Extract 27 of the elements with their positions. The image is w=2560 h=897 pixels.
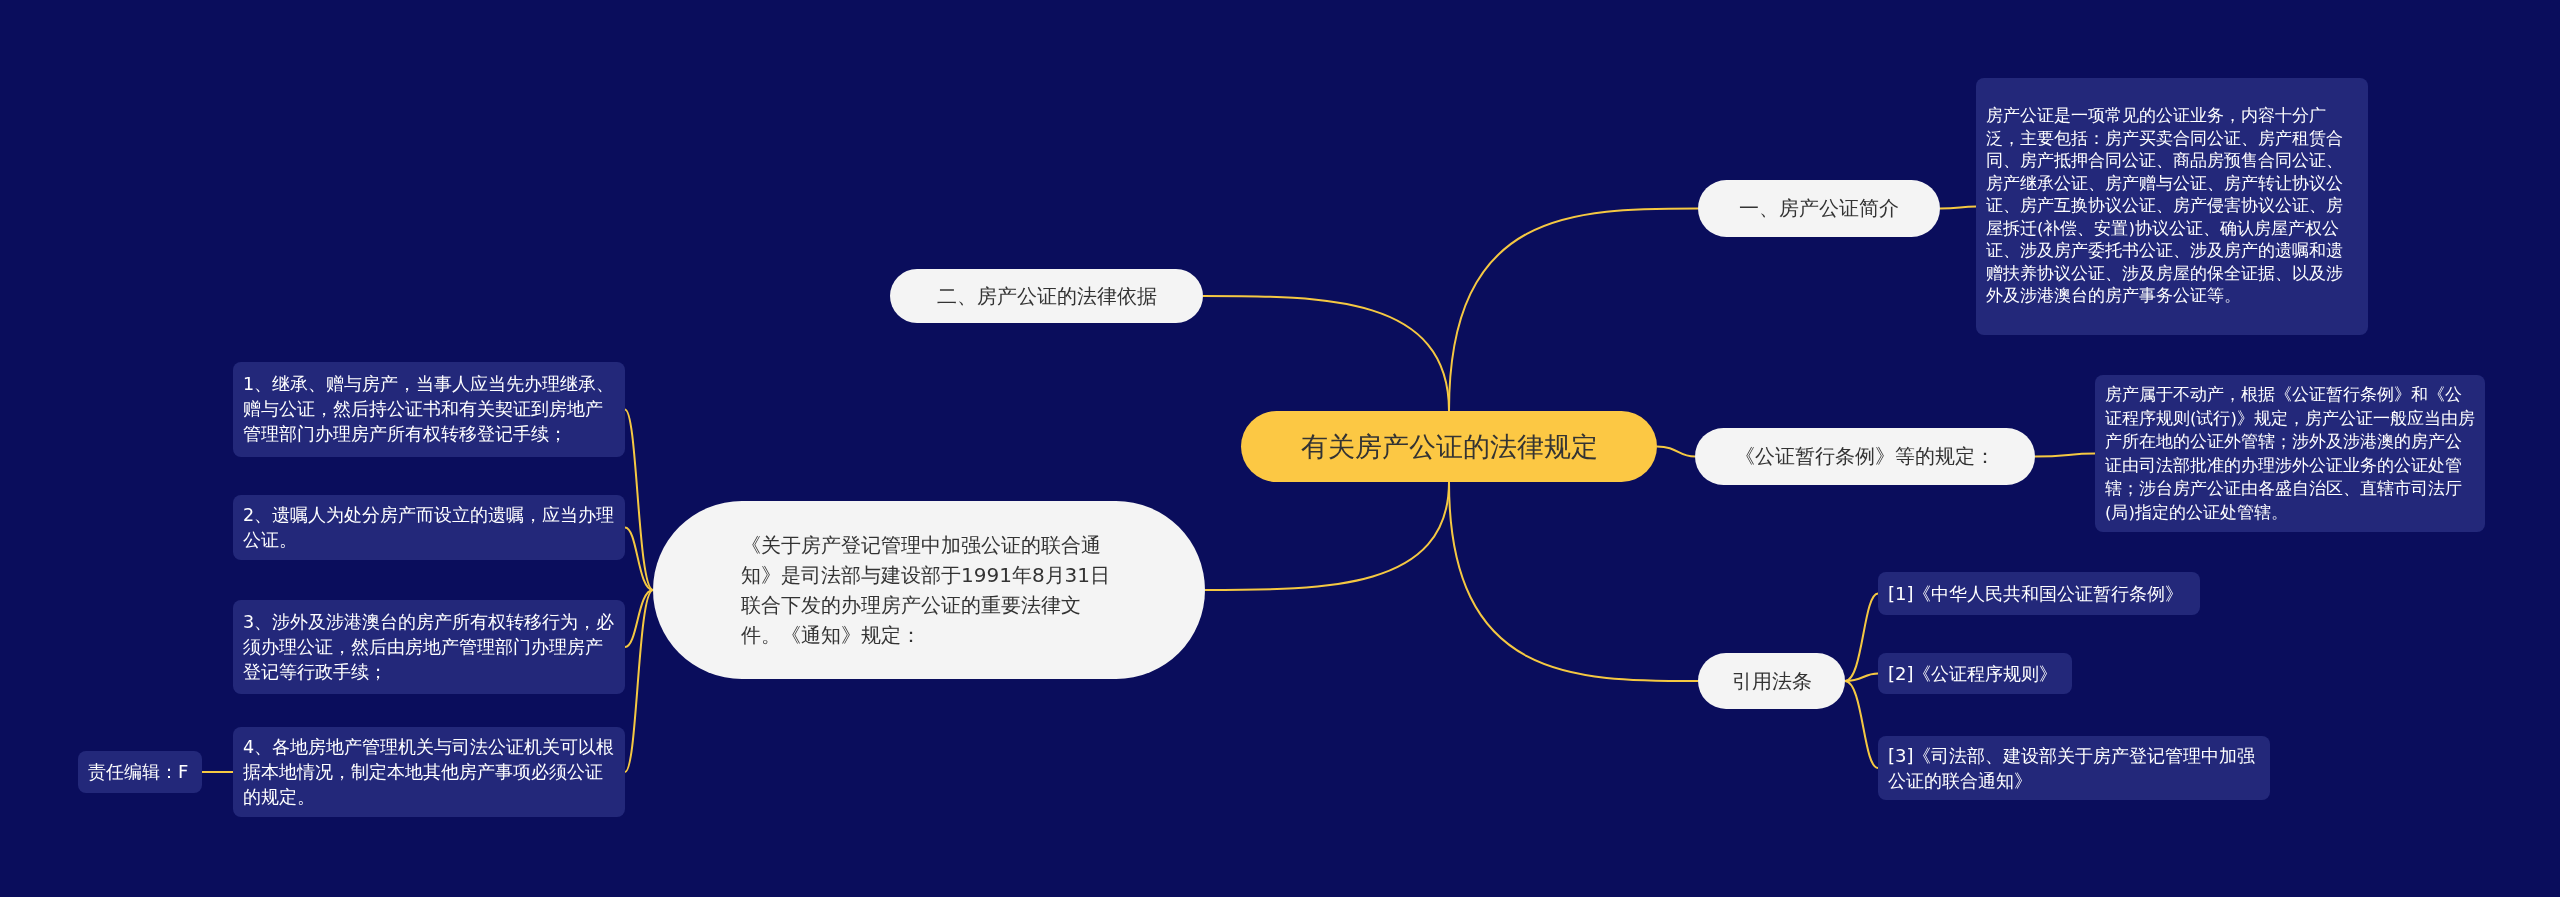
connector-line — [1939, 205, 1977, 210]
note-card: 房产公证是一项常见的公证业务，内容十分广泛，主要包括：房产买卖合同公证、房产租赁合同、房产抵押合同公证、商品房预售合同公证、房产继承公证、房产赠与公证、房产转让协议公证、房产互换协议公证、房产侵害协议公证、房屋拆迁(补偿、安置)协议公证、确认房屋产权公证、涉及房产委托书公证、涉及房产的遗嘱和遗赠扶养协议公证、涉及房屋的保全证据、以及涉外及涉港澳台的房产事务公证等。 — [1976, 78, 2368, 335]
note-card: 1、继承、赠与房产，当事人应当先办理继承、赠与公证，然后持公证书和有关契证到房地产管理部门办理房产所有权转移登记手续； — [233, 362, 625, 457]
connector-line — [201, 771, 234, 773]
note-card: 3、涉外及涉港澳台的房产所有权转移行为，必须办理公证，然后由房地产管理部门办理房产登记等行政手续； — [233, 600, 625, 694]
note-card: 4、各地房地产管理机关与司法公证机关可以根据本地情况，制定本地其他房产事项必须公证的规定。 — [233, 727, 625, 817]
editor-note: 责任编辑：F — [78, 751, 202, 793]
connector-line — [1844, 672, 1879, 682]
connector-line — [2034, 452, 2096, 458]
reference-card: [1]《中华人民共和国公证暂行条例》 — [1878, 572, 2200, 615]
connector-line — [1202, 295, 1450, 412]
connector-line — [624, 589, 654, 773]
connector-line — [624, 408, 654, 591]
reference-card: [3]《司法部、建设部关于房产登记管理中加强公证的联合通知》 — [1878, 736, 2270, 800]
connector-line — [624, 526, 654, 591]
note-card: 房产属于不动产，根据《公证暂行条例》和《公证程序规则(试行)》规定，房产公证一般应当由房产所在地的公证外管辖；涉外及涉港澳的房产公证由司法部批准的办理涉外公证业务的公证处管辖；涉台房产公证由各盛自治区、直辖市司法厅(局)指定的公证处管辖。 — [2095, 375, 2485, 532]
topic-pill: 《公证暂行条例》等的规定： — [1695, 428, 2035, 485]
connector-line — [1656, 445, 1696, 458]
topic-pill: 引用法条 — [1698, 653, 1845, 709]
topic-pill: 二、房产公证的法律依据 — [890, 269, 1203, 323]
reference-card: [2]《公证程序规则》 — [1878, 653, 2072, 694]
topic-pill: 一、房产公证简介 — [1698, 180, 1940, 237]
central-topic: 有关房产公证的法律规定 — [1241, 411, 1657, 482]
connector-line — [1844, 680, 1879, 769]
connector-line — [1204, 481, 1450, 591]
note-card: 2、遗嘱人为处分房产而设立的遗嘱，应当办理公证。 — [233, 495, 625, 560]
connector-line — [1844, 592, 1879, 682]
